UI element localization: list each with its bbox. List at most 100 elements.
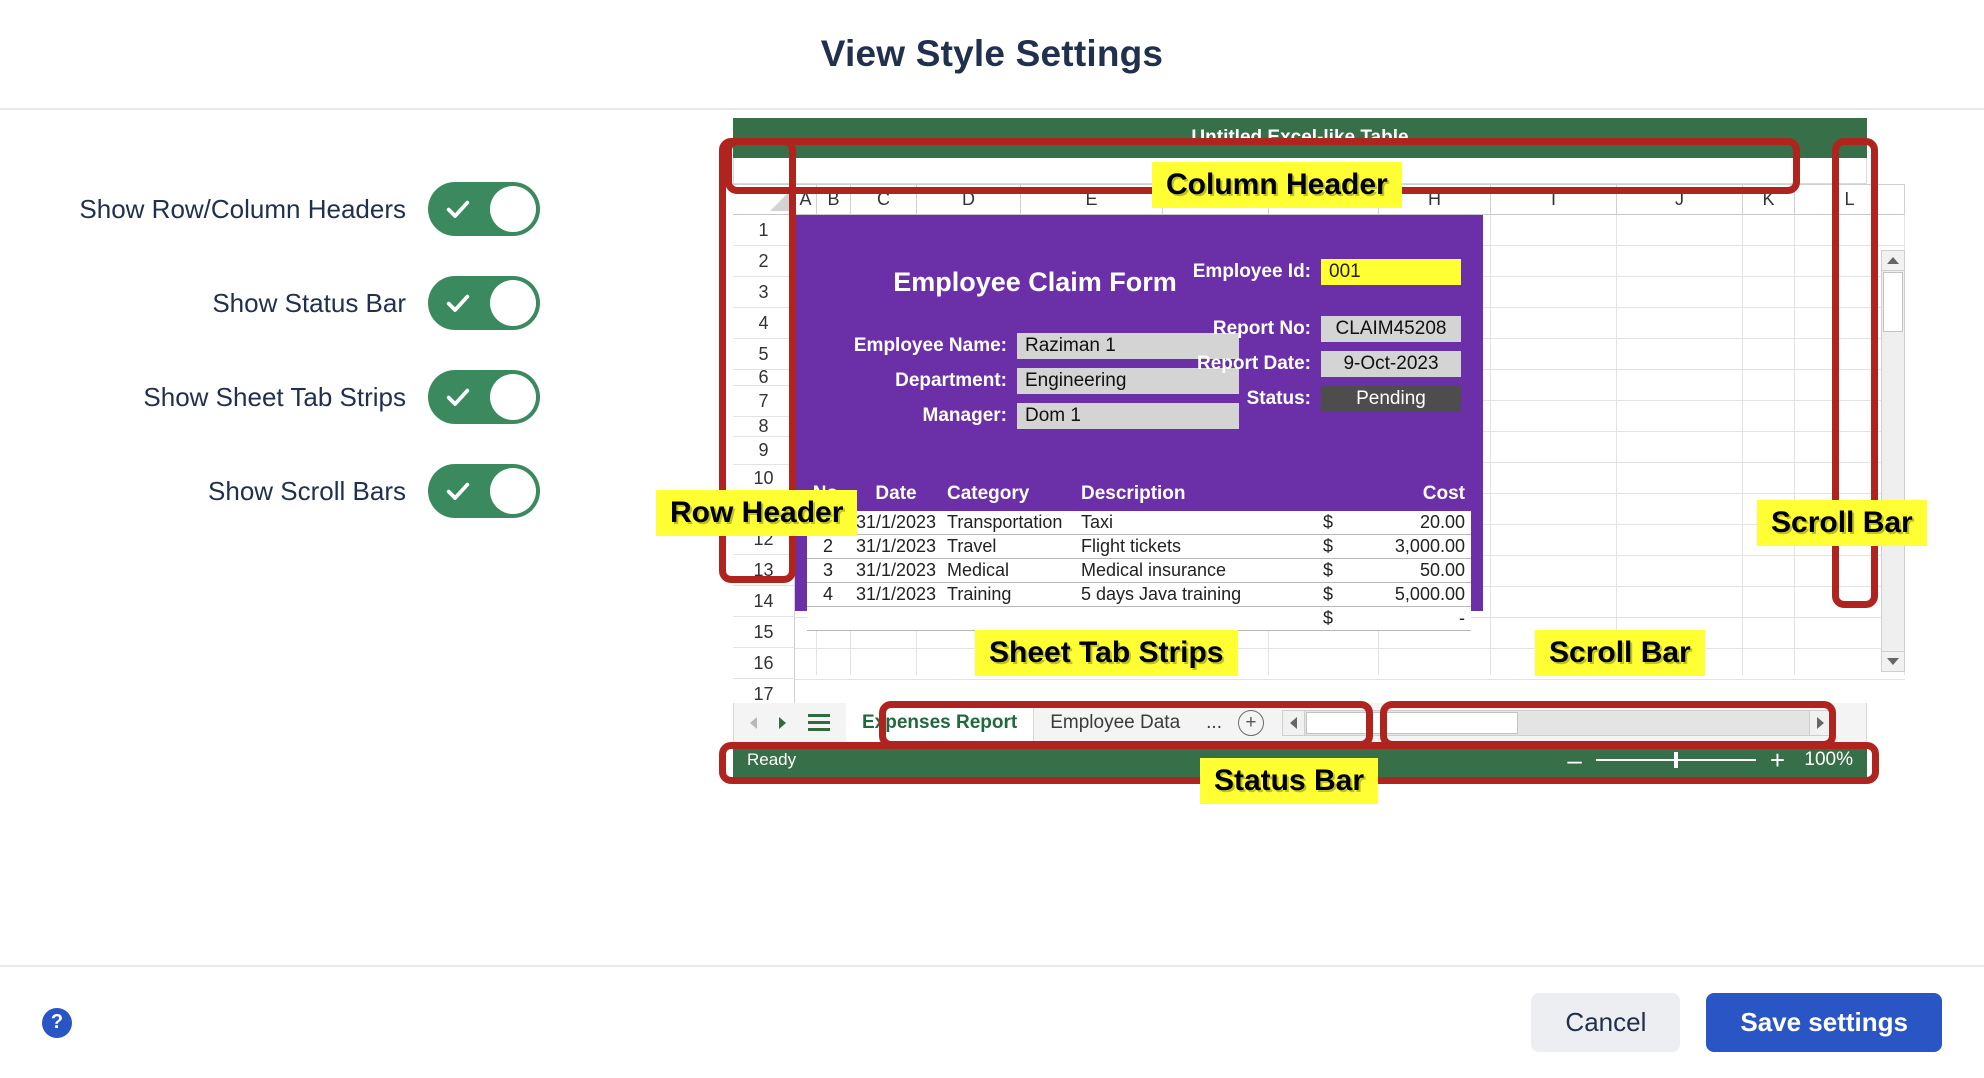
settings-pane: Show Row/Column Headers Show Status Bar [0, 110, 720, 518]
row-header-6[interactable]: 6 [733, 367, 795, 387]
row-header-7[interactable]: 7 [733, 386, 795, 417]
row-header-10[interactable]: 10 [733, 465, 795, 493]
row-header-2[interactable]: 2 [733, 246, 795, 277]
toggle-show-scroll-bars[interactable] [428, 464, 540, 518]
sheet-prev-icon[interactable] [750, 716, 757, 729]
row-header-5[interactable]: 5 [733, 339, 795, 370]
sheet-next-icon[interactable] [779, 716, 786, 729]
value-report-no[interactable]: CLAIM45208 [1321, 316, 1461, 342]
setting-row-status-bar: Show Status Bar [0, 276, 720, 330]
table-row[interactable]: 4 31/1/2023 Training 5 days Java trainin… [807, 583, 1471, 607]
label-report-no: Report No: [1212, 318, 1311, 339]
sheet-titlebar: Untitled Excel-like Table [733, 118, 1867, 158]
toggle-show-sheet-tab-strips[interactable] [428, 370, 540, 424]
expense-table-header: No. Date Category Description Cost [807, 483, 1471, 505]
chevron-down-icon [1887, 658, 1899, 665]
row-header-9[interactable]: 9 [733, 437, 795, 465]
setting-row-row-column-headers: Show Row/Column Headers [0, 182, 720, 236]
column-header-d[interactable]: D [917, 185, 1021, 215]
help-icon[interactable]: ? [42, 1007, 72, 1038]
cell-currency: $ [1323, 560, 1334, 580]
column-header-i[interactable]: I [1491, 185, 1617, 215]
add-sheet-icon[interactable]: + [1237, 709, 1264, 736]
toggle-show-row-column-headers[interactable] [428, 182, 540, 236]
row-header-8[interactable]: 8 [733, 416, 795, 437]
horizontal-scrollbar-thumb[interactable] [1305, 711, 1518, 734]
chevron-up-icon [1887, 257, 1899, 264]
value-employee-name[interactable]: Raziman 1 [1017, 333, 1239, 359]
zoom-out-icon[interactable]: – [1567, 745, 1582, 775]
row-header-15[interactable]: 15 [733, 617, 795, 648]
sheet-title-text: Untitled Excel-like Table [1191, 127, 1409, 148]
sheet-tab-expenses-report[interactable]: Expenses Report [846, 703, 1035, 742]
column-header-c[interactable]: C [851, 185, 917, 215]
table-row[interactable]: 1 31/1/2023 Transportation Taxi $ 20.00 [807, 511, 1471, 535]
hscroll-right-button[interactable] [1809, 710, 1831, 735]
cell-currency: $ [1323, 536, 1334, 556]
value-employee-id[interactable]: 001 [1321, 259, 1461, 285]
row-header-4[interactable]: 4 [733, 308, 795, 339]
dialog-footer: ? Cancel Save settings [0, 965, 1984, 1078]
setting-row-sheet-tab-strips: Show Sheet Tab Strips [0, 370, 720, 424]
cell-description: Medical insurance [1081, 560, 1227, 580]
zoom-slider[interactable] [1595, 752, 1756, 768]
cell-category: Medical [947, 560, 1010, 580]
field-employee-name: Employee Name: Raziman 1 [817, 333, 1239, 359]
column-header-b[interactable]: B [817, 185, 851, 215]
sheet-list-icon[interactable] [808, 714, 830, 731]
annotation-label-sheet-tab-strips: Sheet Tab Strips [975, 630, 1238, 676]
horizontal-scrollbar[interactable] [1281, 709, 1832, 736]
label-manager: Manager: [922, 405, 1007, 426]
column-header-a[interactable]: A [795, 185, 817, 215]
column-header-l[interactable]: L [1795, 185, 1905, 215]
cell-description: Taxi [1081, 512, 1114, 532]
sheet-tab-employee-data[interactable]: Employee Data [1050, 711, 1181, 733]
col-header-cost: Cost [1422, 483, 1465, 504]
page-title: View Style Settings [820, 33, 1164, 74]
scroll-down-button[interactable] [1882, 651, 1904, 671]
annotation-label-status-bar: Status Bar [1200, 758, 1379, 804]
footer-actions: Cancel Save settings [1531, 993, 1942, 1052]
row-header-3[interactable]: 3 [733, 277, 795, 308]
zoom-slider-handle[interactable] [1673, 752, 1678, 768]
cancel-button[interactable]: Cancel [1531, 993, 1681, 1052]
column-header-e[interactable]: E [1021, 185, 1163, 215]
toggle-show-status-bar[interactable] [428, 276, 540, 330]
dialog-body: Show Row/Column Headers Show Status Bar [0, 110, 1984, 965]
row-header-14[interactable]: 14 [733, 586, 795, 617]
table-row[interactable]: 2 31/1/2023 Travel Flight tickets $ 3,00… [807, 535, 1471, 559]
spreadsheet-preview: Untitled Excel-like Table A B C D E F G [733, 118, 1905, 710]
sheet-tab-overflow[interactable]: ... [1206, 711, 1222, 733]
column-header-j[interactable]: J [1617, 185, 1743, 215]
value-manager[interactable]: Dom 1 [1017, 403, 1239, 429]
toggle-knob [490, 374, 536, 420]
row-header-1[interactable]: 1 [733, 215, 795, 246]
row-header-13[interactable]: 13 [733, 555, 795, 586]
status-badge[interactable]: Pending [1321, 386, 1461, 412]
column-header-k[interactable]: K [1743, 185, 1795, 215]
table-row[interactable]: 3 31/1/2023 Medical Medical insurance $ … [807, 559, 1471, 583]
select-all-corner[interactable] [733, 185, 795, 215]
cell-date: 31/1/2023 [855, 536, 937, 556]
value-department[interactable]: Engineering [1017, 368, 1239, 394]
zoom-in-icon[interactable]: + [1769, 745, 1785, 775]
field-employee-id: Employee Id: 001 [1141, 259, 1461, 285]
vertical-scrollbar[interactable] [1881, 250, 1905, 672]
hscroll-left-button[interactable] [1282, 710, 1305, 735]
save-settings-button[interactable]: Save settings [1706, 993, 1942, 1052]
annotation-label-column-header: Column Header [1152, 162, 1402, 208]
table-row-total[interactable]: $ - [807, 607, 1471, 631]
cell-currency: $ [1323, 512, 1334, 532]
vertical-scrollbar-thumb[interactable] [1883, 272, 1903, 332]
cell-cost: 3,000.00 [1394, 536, 1465, 556]
annotation-label-row-header: Row Header [656, 490, 858, 536]
cell-cost: 50.00 [1419, 560, 1465, 580]
value-report-date[interactable]: 9-Oct-2023 [1321, 351, 1461, 377]
scroll-up-button[interactable] [1882, 251, 1904, 271]
grid-area: A B C D E F G H I J K L [733, 184, 1905, 710]
check-icon [446, 482, 470, 500]
cell-category: Training [947, 584, 1012, 604]
row-header-16[interactable]: 16 [733, 648, 795, 679]
cell-cost: - [1459, 608, 1465, 628]
field-report-no: Report No: CLAIM45208 [1141, 316, 1461, 342]
